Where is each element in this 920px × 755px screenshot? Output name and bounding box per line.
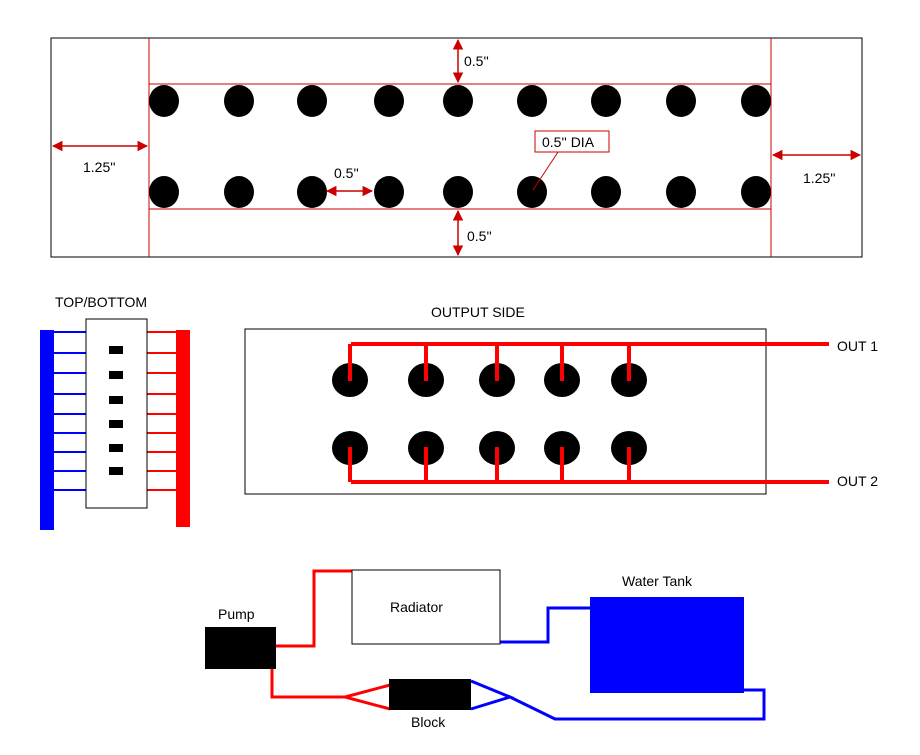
radiator-label: Radiator xyxy=(390,599,443,615)
hole-top-3 xyxy=(297,85,327,117)
hole-bottom-3 xyxy=(297,176,327,208)
output-side-view: OUTPUT SIDE OUT 1 OUT 2 xyxy=(244,304,878,495)
top-bottom-title: TOP/BOTTOM xyxy=(55,294,147,310)
hole-top-1 xyxy=(149,85,179,117)
callout-leader xyxy=(532,151,559,191)
tb-slot-1 xyxy=(109,346,123,354)
hole-top-6 xyxy=(517,85,547,117)
hole-bottom-6 xyxy=(517,176,547,208)
tb-slots xyxy=(109,346,123,475)
out2-label: OUT 2 xyxy=(837,473,878,489)
water-tank-label: Water Tank xyxy=(622,573,693,589)
dim-bottom-label: 0.5'' xyxy=(467,228,492,244)
hole-row-top xyxy=(149,85,771,117)
water-tank-box xyxy=(590,597,744,693)
hole-row-bottom xyxy=(149,176,771,208)
dim-right-label: 1.25'' xyxy=(803,170,836,186)
dim-top-label: 0.5'' xyxy=(464,53,489,69)
top-bottom-view: TOP/BOTTOM xyxy=(40,294,190,530)
tb-slot-4 xyxy=(109,420,123,428)
hole-bottom-4 xyxy=(374,176,404,208)
radiator-to-tank-tube xyxy=(500,606,590,644)
pump-label: Pump xyxy=(218,606,255,622)
hole-top-5 xyxy=(443,85,473,117)
hole-top-8 xyxy=(666,85,696,117)
hole-bottom-1 xyxy=(149,176,179,208)
block-outlet-fork xyxy=(470,679,515,711)
hole-top-4 xyxy=(374,85,404,117)
output-risers xyxy=(348,344,631,482)
block-label: Block xyxy=(411,714,446,730)
block-inlet-fork xyxy=(339,683,391,711)
callout-box xyxy=(534,130,610,153)
hole-bottom-2 xyxy=(224,176,254,208)
hole-bottom-7 xyxy=(591,176,621,208)
pump-box xyxy=(205,627,276,669)
top-view: 0.5'' 0.5'' 1.25'' 1.25'' 0.5'' 0.5'' DI… xyxy=(50,37,863,258)
hole-top-2 xyxy=(224,85,254,117)
pump-to-block-tube xyxy=(270,668,345,699)
radiator-box xyxy=(351,569,501,645)
dim-spacing-label: 0.5'' xyxy=(334,165,359,181)
cooling-loop: Pump Radiator Water Tank Block xyxy=(205,569,766,730)
out1-label: OUT 1 xyxy=(837,338,878,354)
tb-slot-6 xyxy=(109,467,123,475)
pump-to-radiator-tube xyxy=(276,569,352,648)
hole-top-7 xyxy=(591,85,621,117)
tb-slot-5 xyxy=(109,444,123,452)
tb-slot-2 xyxy=(109,371,123,379)
dim-left-label: 1.25'' xyxy=(83,159,116,175)
tb-slot-3 xyxy=(109,396,123,404)
tb-red-manifold xyxy=(176,330,190,527)
tb-channel-lines xyxy=(54,331,176,491)
plate-outline xyxy=(50,37,863,258)
block-box xyxy=(389,679,471,710)
hole-bottom-5 xyxy=(443,176,473,208)
hole-callout-label: 0.5'' DIA xyxy=(542,134,595,150)
hole-top-9 xyxy=(741,85,771,117)
hole-bottom-8 xyxy=(666,176,696,208)
output-side-title: OUTPUT SIDE xyxy=(431,304,525,320)
block-to-tank-tube xyxy=(509,688,766,721)
output-side-body xyxy=(244,328,767,495)
tb-blue-manifold xyxy=(40,330,54,530)
hole-bottom-9 xyxy=(741,176,771,208)
